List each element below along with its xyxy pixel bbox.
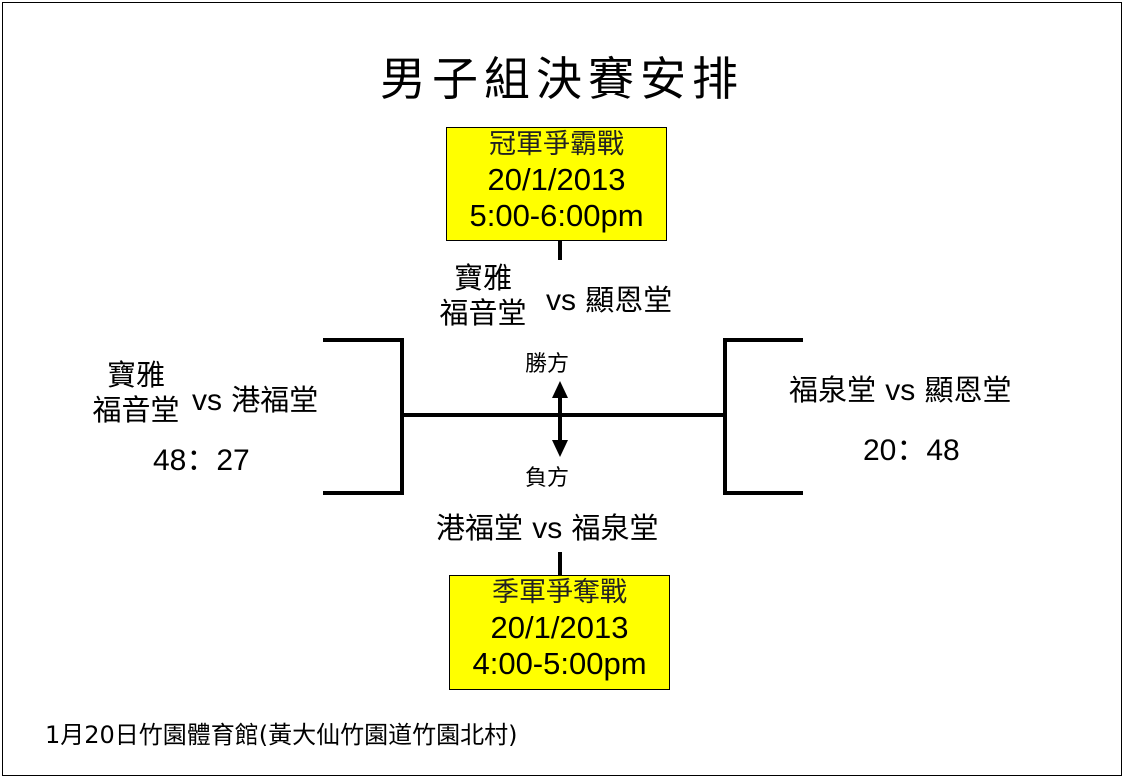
semi-right-vs: vs [885, 374, 916, 407]
semi-left-score: 48：27 [153, 444, 250, 477]
final-match-name: 冠軍爭霸戰 [489, 129, 624, 160]
semi-left-vs: vs [192, 384, 222, 417]
third-match-date: 20/1/2013 [490, 610, 629, 645]
page-title: 男子組決賽安排 [380, 52, 744, 106]
final-match-date: 20/1/2013 [487, 162, 626, 197]
final-vs-team2: vs 顯恩堂 [546, 283, 672, 318]
semi-right-team1: 福泉堂 [789, 373, 877, 407]
semi-left-team1-line2: 福音堂 [92, 393, 180, 427]
final-team1-line1: 寶雅 [453, 261, 512, 295]
final-team1-line2: 福音堂 [439, 296, 527, 330]
semi-right-team2: 顯恩堂 [924, 373, 1012, 407]
third-team1: 港福堂 [436, 511, 524, 545]
arrow-down-head [552, 440, 568, 457]
semi-left-team1-line1: 寶雅 [106, 358, 165, 392]
final-match-box: 冠軍爭霸戰 20/1/2013 5:00-6:00pm [446, 127, 667, 241]
third-team2: 福泉堂 [571, 511, 659, 545]
final-match-time: 5:00-6:00pm [469, 198, 644, 233]
third-match-box: 季軍爭奪戰 20/1/2013 4:00-5:00pm [449, 575, 670, 690]
semi-right-score: 20：48 [863, 434, 960, 467]
third-vs: vs [532, 512, 563, 545]
final-vs: vs [546, 284, 576, 317]
venue-footer: 1月20日竹園體育館(黃大仙竹園道竹園北村) [45, 721, 518, 749]
loser-label: 負方 [525, 466, 570, 491]
bracket-lines [323, 241, 803, 575]
semi-left-team2: 港福堂 [231, 383, 319, 417]
final-team1: 寶雅 福音堂 [428, 261, 538, 331]
semi-right-match: 福泉堂 vs 顯恩堂 [789, 373, 1011, 408]
semi-left-team1: 寶雅 福音堂 [81, 358, 191, 428]
winner-label: 勝方 [525, 352, 570, 377]
final-team2: 顯恩堂 [585, 283, 673, 317]
semi-left-vs-team2: vs 港福堂 [192, 383, 318, 418]
arrow-up-head [552, 381, 568, 398]
third-match-name: 季軍爭奪戰 [492, 577, 627, 608]
third-match: 港福堂 vs 福泉堂 [436, 511, 658, 546]
third-match-time: 4:00-5:00pm [472, 646, 647, 681]
